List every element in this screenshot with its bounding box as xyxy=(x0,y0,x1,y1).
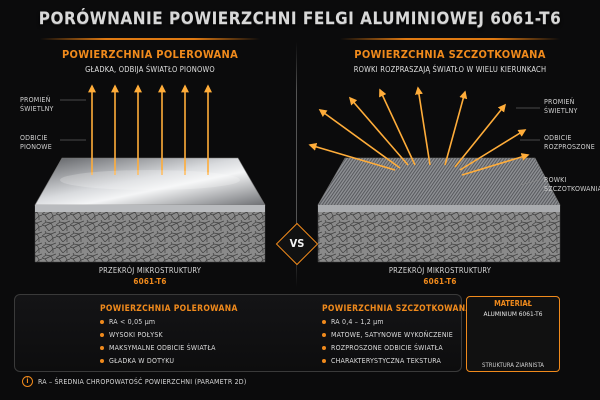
title-underline xyxy=(340,38,560,40)
footnote: RA – ŚREDNIA CHROPOWATOŚĆ POWIERZCHNI (P… xyxy=(38,378,247,386)
bottom-left-list: RA < 0,05 µm WYSOKI POŁYSK MAKSYMALNE OD… xyxy=(100,316,216,368)
xsec-label: PRZEKRÓJ MIKROSTRUKTURY xyxy=(98,266,202,275)
label-line: PROMIEŃ xyxy=(20,96,51,104)
label-line: PROMIEŃ xyxy=(544,98,575,106)
polished-light-rays xyxy=(88,84,212,175)
list-item: GŁADKA W DOTYKU xyxy=(100,355,216,368)
xsec-alloy: 6061-T6 xyxy=(133,277,167,286)
vs-text: VS xyxy=(289,237,305,250)
label-line: ODBICIE xyxy=(20,134,48,142)
label-line: ŚWIETLNY xyxy=(20,105,54,113)
bottom-left-title: POWIERZCHNIA POLEROWANA xyxy=(100,304,238,314)
brushed-block xyxy=(317,157,561,263)
label-line: ROWKI xyxy=(544,176,567,184)
material-box xyxy=(466,296,560,372)
polished-glow xyxy=(60,170,240,190)
material-alloy: ALUMINIUM 6061-T6 xyxy=(483,310,543,318)
list-item: MAKSYMALNE ODBICIE ŚWIATŁA xyxy=(100,342,216,355)
right-heading: POWIERZCHNIA SZCZOTKOWANA xyxy=(354,48,546,61)
title-underline xyxy=(40,38,260,40)
xsec-alloy: 6061-T6 xyxy=(423,277,457,286)
list-item: MATOWE, SATYNOWE WYKOŃCZENIE xyxy=(322,329,453,342)
list-item: CHARAKTERYSTYCZNA TEKSTURA xyxy=(322,355,453,368)
xsec-label: PRZEKRÓJ MIKROSTRUKTURY xyxy=(388,266,492,275)
center-divider xyxy=(296,42,297,287)
right-xsec-caption: PRZEKRÓJ MIKROSTRUKTURY 6061-T6 xyxy=(340,266,540,286)
left-panel-header: POWIERZCHNIA POLEROWANA GŁADKA, ODBIJA Ś… xyxy=(0,48,300,74)
label-line: PIONOWE xyxy=(20,143,52,151)
info-icon: i xyxy=(22,376,33,387)
material-title: MATERIAŁ xyxy=(494,299,532,308)
right-subheading: ROWKI ROZPRASZAJĄ ŚWIATŁO W WIELU KIERUN… xyxy=(353,65,547,74)
list-item: RA 0,4 – 1,2 µm xyxy=(322,316,453,329)
right-panel-header: POWIERZCHNIA SZCZOTKOWANA ROWKI ROZPRASZ… xyxy=(300,48,600,74)
right-label-reflection: ODBICIE ROZPROSZONE xyxy=(544,134,595,152)
label-line: ROZPROSZONE xyxy=(544,143,595,151)
page-title: PORÓWNANIE POWIERZCHNI FELGI ALUMINIOWEJ… xyxy=(38,9,562,29)
label-line: ODBICIE xyxy=(544,134,572,142)
left-label-reflection: ODBICIE PIONOWE xyxy=(20,134,52,152)
brushed-light-rays xyxy=(308,86,530,176)
left-heading: POWIERZCHNIA POLEROWANA xyxy=(61,48,239,61)
material-caption: STRUKTURA ZIARNISTA xyxy=(482,362,544,369)
label-line: SZCZOTKOWANIA xyxy=(544,185,600,193)
label-line: ŚWIETLNY xyxy=(544,107,578,115)
right-label-ray: PROMIEŃ ŚWIETLNY xyxy=(544,98,578,116)
list-item: ROZPROSZONE ODBICIE ŚWIATŁA xyxy=(322,342,453,355)
left-xsec-caption: PRZEKRÓJ MIKROSTRUKTURY 6061-T6 xyxy=(50,266,250,286)
comparison-panel xyxy=(14,294,462,372)
list-item: RA < 0,05 µm xyxy=(100,316,216,329)
left-label-ray: PROMIEŃ ŚWIETLNY xyxy=(20,96,54,114)
left-subheading: GŁADKA, ODBIJA ŚWIATŁO PIONOWO xyxy=(85,65,215,74)
list-item: WYSOKI POŁYSK xyxy=(100,329,216,342)
right-label-grooves: ROWKI SZCZOTKOWANIA xyxy=(544,176,600,194)
bottom-right-title: POWIERZCHNIA SZCZOTKOWANA xyxy=(322,304,472,314)
bottom-right-list: RA 0,4 – 1,2 µm MATOWE, SATYNOWE WYKOŃCZ… xyxy=(322,316,453,368)
